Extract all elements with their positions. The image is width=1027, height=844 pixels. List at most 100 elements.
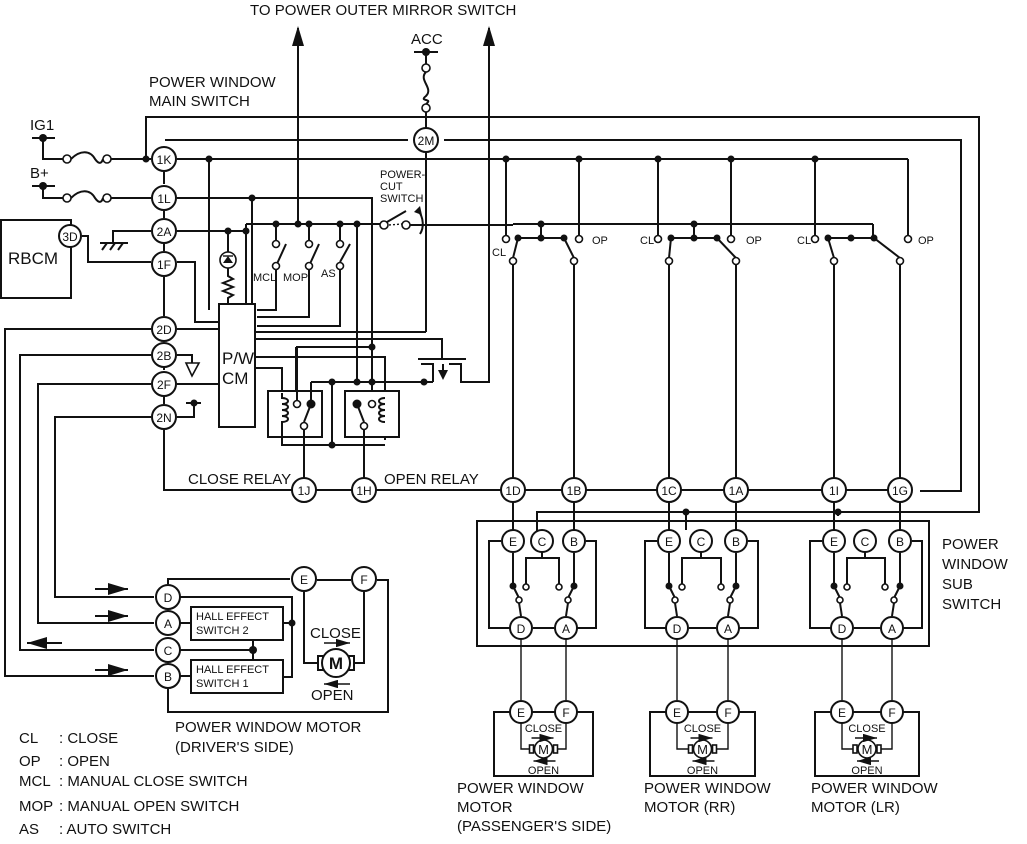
connector-b: B — [724, 529, 748, 553]
connector-1h: 1H — [351, 477, 377, 503]
hall2-label-1: HALL EFFECT — [196, 611, 269, 623]
sub-switch-label-1: POWER — [942, 536, 999, 553]
connector-2d: 2D — [151, 316, 177, 342]
close-label: CLOSE — [848, 723, 885, 735]
power-cut-label-1: POWER- — [380, 169, 426, 181]
hall-effect-switch-2 — [190, 606, 284, 641]
connector-2a: 2A — [151, 218, 177, 244]
connector-d: D — [830, 616, 854, 640]
connector-b: B — [888, 529, 912, 553]
connector-1l: 1L — [151, 185, 177, 211]
legend-abbr: AS — [19, 821, 39, 838]
svg-text:A: A — [562, 622, 570, 636]
connector-d: D — [509, 616, 533, 640]
lr-motor-label-2: MOTOR (LR) — [811, 799, 900, 816]
legend-abbr: CL — [19, 730, 38, 747]
op-label: OP — [746, 235, 762, 247]
svg-text:B: B — [164, 670, 172, 684]
svg-text:1H: 1H — [356, 484, 371, 498]
svg-text:1G: 1G — [892, 484, 908, 498]
sub-switch-label-4: SWITCH — [942, 596, 1001, 613]
open-relay-box — [344, 390, 400, 438]
svg-text:1J: 1J — [298, 484, 311, 498]
passenger-motor-label-1: POWER WINDOW — [457, 780, 584, 797]
connector-f: F — [351, 566, 377, 592]
svg-text:D: D — [164, 591, 173, 605]
pwcm-box — [218, 303, 256, 428]
hall1-label-2: SWITCH 1 — [196, 678, 249, 690]
svg-text:1L: 1L — [157, 192, 171, 206]
connector-3d: 3D — [58, 224, 82, 248]
legend-desc: : OPEN — [59, 753, 110, 770]
mop-label: MOP — [283, 272, 308, 284]
passenger-motor-label-3: (PASSENGER'S SIDE) — [457, 818, 611, 835]
cl-label: CL — [492, 247, 506, 259]
close-relay-label: CLOSE RELAY — [188, 471, 291, 488]
svg-text:D: D — [673, 622, 682, 636]
motor-label: M — [329, 654, 343, 673]
connector-1d: 1D — [500, 477, 526, 503]
acc-label: ACC — [411, 31, 443, 48]
svg-text:E: E — [517, 706, 525, 720]
mcl-label: MCL — [253, 272, 276, 284]
connector-e: E — [665, 700, 689, 724]
svg-text:2F: 2F — [157, 378, 171, 392]
close-label: CLOSE — [525, 723, 562, 735]
svg-text:D: D — [838, 622, 847, 636]
arrow-up-icon — [292, 26, 304, 46]
connector-2n: 2N — [151, 404, 177, 430]
ig1-label: IG1 — [30, 117, 54, 134]
hall-effect-switch-1 — [190, 659, 284, 694]
svg-text:M: M — [538, 742, 549, 757]
close-label: CLOSE — [684, 723, 721, 735]
svg-text:1K: 1K — [157, 153, 172, 167]
svg-text:2B: 2B — [157, 349, 172, 363]
sub-switch-label-3: SUB — [942, 576, 973, 593]
resistor-icon — [220, 268, 236, 305]
cl-label: CL — [797, 235, 811, 247]
legend-item: CL : CLOSE — [19, 730, 118, 747]
connector-2f: 2F — [151, 371, 177, 397]
lr-motor-label-1: POWER WINDOW — [811, 780, 938, 797]
rr-motor-label-1: POWER WINDOW — [644, 780, 771, 797]
connector-c: C — [853, 529, 877, 553]
sub-switch-label-2: WINDOW — [942, 556, 1009, 573]
connector-1k: 1K — [151, 146, 177, 172]
svg-text:1F: 1F — [157, 258, 171, 272]
svg-text:1C: 1C — [661, 484, 677, 498]
hall1-label-1: HALL EFFECT — [196, 664, 269, 676]
svg-text:3D: 3D — [62, 230, 78, 244]
passenger-motor-label-2: MOTOR — [457, 799, 513, 816]
connector-f: F — [716, 700, 740, 724]
svg-text:1D: 1D — [505, 484, 521, 498]
svg-text:2N: 2N — [156, 411, 171, 425]
legend-abbr: MCL — [19, 773, 51, 790]
open-label: OPEN — [851, 765, 882, 777]
legend-desc: : MANUAL CLOSE SWITCH — [59, 773, 248, 790]
open-relay-label: OPEN RELAY — [384, 471, 479, 488]
power-cut-label-3: SWITCH — [380, 193, 423, 205]
rr-motor-label-2: MOTOR (RR) — [644, 799, 735, 816]
power-cut-label-2: CUT — [380, 181, 403, 193]
svg-text:E: E — [673, 706, 681, 720]
connector-e: E — [291, 566, 317, 592]
svg-text:2A: 2A — [157, 225, 172, 239]
svg-text:M: M — [697, 742, 708, 757]
legend-item: OP: OPEN — [19, 753, 110, 770]
relay-coil-icon — [281, 393, 385, 446]
svg-text:C: C — [697, 535, 706, 549]
legend-desc: : CLOSE — [59, 730, 118, 747]
connector-e: E — [822, 529, 846, 553]
connector-2b: 2B — [151, 342, 177, 368]
connector-e: E — [830, 700, 854, 724]
ground-icon — [184, 362, 201, 378]
connector-1g: 1G — [887, 477, 913, 503]
connector-e: E — [509, 700, 533, 724]
svg-text:E: E — [830, 535, 838, 549]
connector-1a: 1A — [723, 477, 749, 503]
